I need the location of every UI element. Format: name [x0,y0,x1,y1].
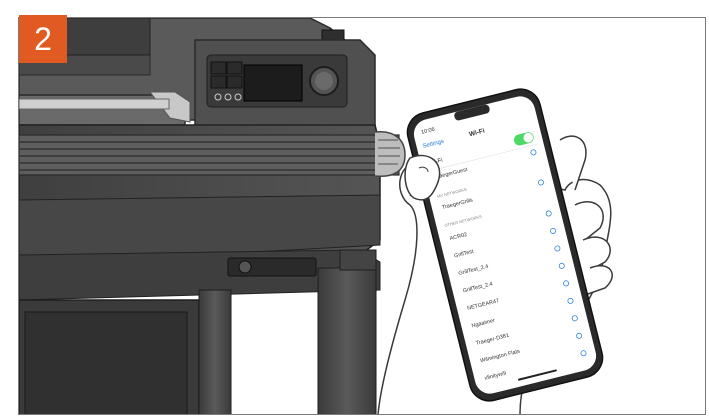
grill-controller [195,40,375,130]
step-number-badge: 2 [19,15,67,63]
